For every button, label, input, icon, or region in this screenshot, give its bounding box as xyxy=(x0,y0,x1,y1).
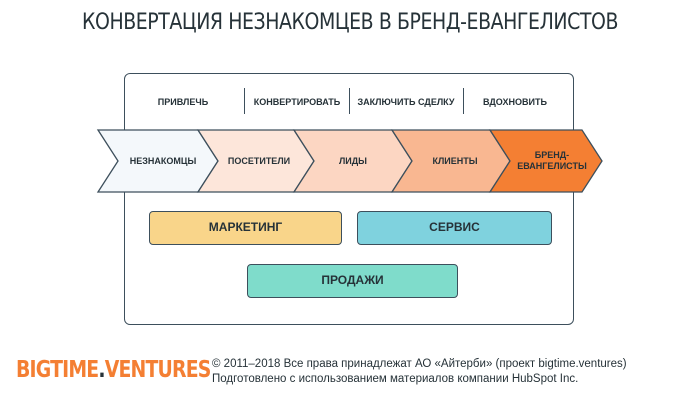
diagram-frame xyxy=(124,73,574,325)
footer-text: © 2011–2018 Все права принадлежат АО «Ай… xyxy=(212,357,692,387)
page-title: КОНВЕРТАЦИЯ НЕЗНАКОМЦЕВ В БРЕНД-ЕВАНГЕЛИ… xyxy=(81,10,619,35)
chevron-label-promoters-line1: БРЕНД- xyxy=(534,150,570,160)
stage-label-delight: ВДОХНОВИТЬ xyxy=(482,97,548,108)
chevron-label-customers: КЛИЕНТЫ xyxy=(432,156,478,166)
brand-logo-part1: BIGTIME xyxy=(16,357,99,383)
stage-separator xyxy=(244,88,245,114)
brand-logo-part2: VENTURES xyxy=(104,357,212,383)
chevron-promoters xyxy=(488,129,603,193)
brand-logo-dot: . xyxy=(98,357,105,383)
chevron-label-promoters-line2: ЕВАНГЕЛИСТЫ xyxy=(517,161,587,171)
stage-label-attract: ПРИВЛЕЧЬ xyxy=(157,97,209,108)
chevron-label-strangers: НЕЗНАКОМЦЫ xyxy=(129,156,197,166)
copyright-text: © 2011–2018 Все права принадлежат АО «Ай… xyxy=(212,358,627,370)
marketing-box: МАРКЕТИНГ xyxy=(149,211,342,245)
service-box: СЕРВИС xyxy=(357,211,552,245)
stage-separator xyxy=(463,88,464,114)
credit-text: Подготовлено с использованием материалов… xyxy=(212,373,579,385)
stage-label-convert: КОНВЕРТИРОВАТЬ xyxy=(253,97,341,108)
chevron-label-promoters: БРЕНД- ЕВАНГЕЛИСТЫ xyxy=(507,150,597,172)
chevron-label-visitors: ПОСЕТИТЕЛИ xyxy=(227,156,291,166)
sales-box: ПРОДАЖИ xyxy=(247,264,458,298)
stage-separator xyxy=(349,88,350,114)
chevron-label-leads: ЛИДЫ xyxy=(338,156,367,166)
brand-logo: BIGTIME.VENTURES xyxy=(16,357,211,383)
stage-label-close: ЗАКЛЮЧИТЬ СДЕЛКУ xyxy=(357,97,455,108)
